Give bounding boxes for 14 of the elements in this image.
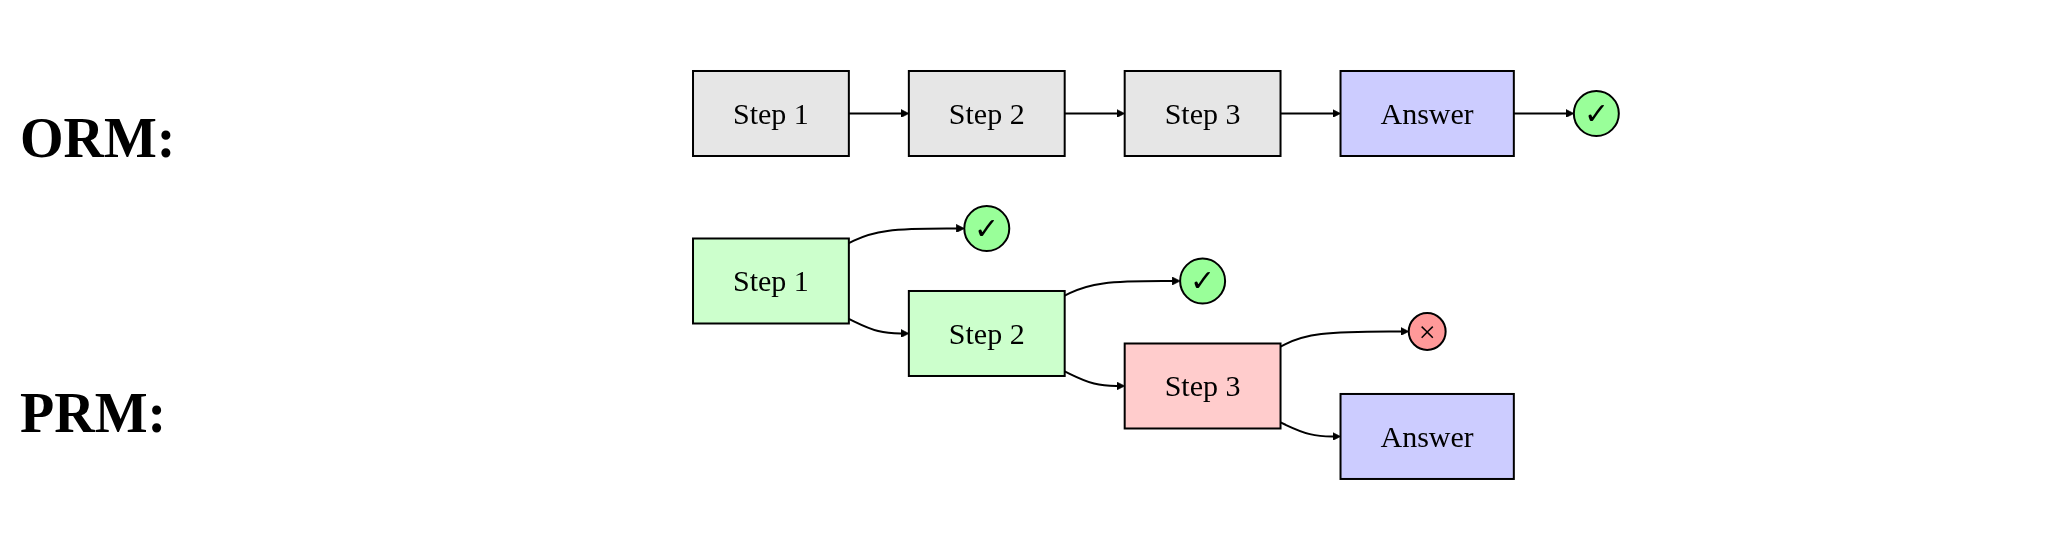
node-circle: ✓	[1572, 90, 1620, 137]
node-box: Answer	[1339, 393, 1515, 480]
node-box: Answer	[1339, 70, 1515, 157]
node-circle: ×	[1407, 312, 1447, 351]
node-circle: ✓	[962, 205, 1010, 252]
node-box: Step 2	[907, 290, 1066, 377]
node-box: Step 3	[1123, 70, 1282, 157]
node-box: Step 1	[691, 237, 850, 325]
node-box: Step 1	[691, 70, 850, 157]
row-label: ORM:	[20, 105, 177, 170]
node-circle: ✓	[1178, 257, 1226, 305]
node-box: Step 2	[907, 70, 1066, 157]
node-box: Step 3	[1123, 342, 1282, 430]
row-label: PRM:	[20, 380, 168, 445]
